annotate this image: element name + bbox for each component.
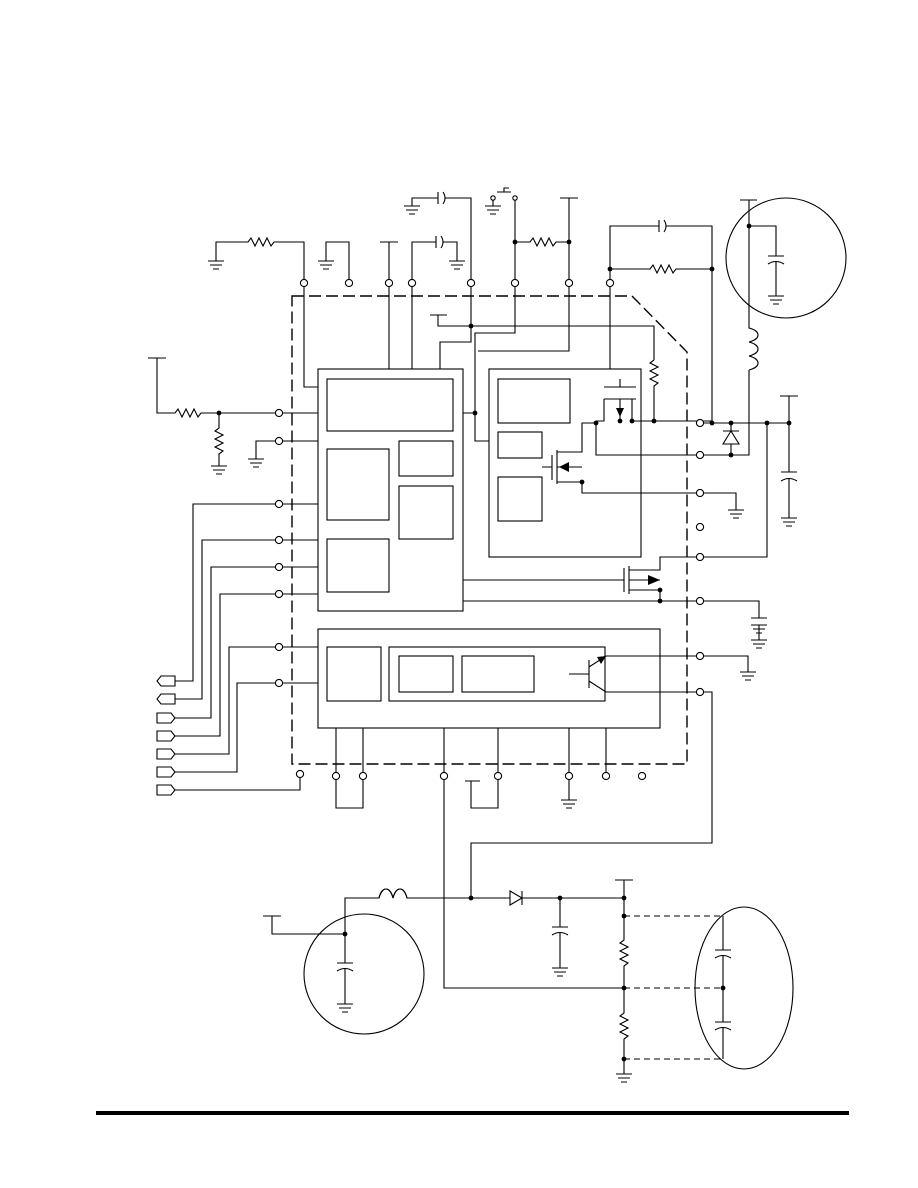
upper-left-block [317,368,464,612]
left-pin-column [148,357,318,791]
internal-wiring [303,287,660,442]
bottom-boost-circuit [344,780,723,1083]
logic-io-arrows [156,675,176,796]
bottom-left-circle [263,913,425,1035]
bottom-pin-row [295,728,647,809]
right-pin-column [463,199,798,898]
driver-mosfet [542,422,712,494]
upper-right-block [488,368,642,558]
upper-mosfet [593,379,712,456]
top-right-circle [725,197,847,319]
footer-rule [96,1111,849,1115]
ic-package-outline [291,295,688,765]
lower-block [317,628,661,729]
bottom-right-ellipse [694,906,794,1070]
top-pin-row [208,187,715,421]
